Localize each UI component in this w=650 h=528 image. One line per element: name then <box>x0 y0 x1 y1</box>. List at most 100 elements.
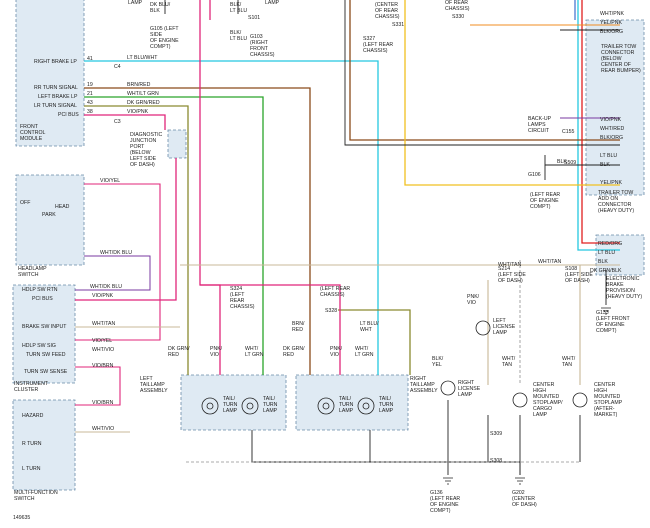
lt-blu-r-label: LT BLU <box>600 153 617 159</box>
front-control-module-box <box>15 0 85 147</box>
hdlp-sw-rtn-label: HDLP SW RTN <box>22 287 58 293</box>
pci-bus-2-label: PCI BUS <box>32 296 53 302</box>
wht-lt-grn-v-label: WHT/LT GRN <box>245 346 264 358</box>
wire-vio-pnk <box>75 0 341 375</box>
lt-blu-wht-v-label: LT BLU/WHT <box>360 321 379 333</box>
blk-lt-blu-label: BLK/LT BLU <box>230 2 247 14</box>
wire-brn-red <box>84 0 620 375</box>
brn-red-v-label: BRN/RED <box>292 321 305 333</box>
right-taillamp-box <box>295 374 409 431</box>
wht-lt-grn-v-label: WHT/LT GRN <box>355 346 374 358</box>
ebp-box <box>595 234 645 276</box>
pnk-vio-2-label: PNK/VIO <box>467 294 480 306</box>
pin-21-label: 21 <box>87 91 93 97</box>
s331-label: S331 <box>392 22 404 28</box>
wire-vio-pnk-2-label: VIO/PNK <box>92 293 114 299</box>
hdlp-sw-sig-label: HDLP SW SIG <box>22 343 56 349</box>
hazard-label: HAZARD <box>22 413 44 419</box>
wire-wht-vio-label: WHT/VIO <box>92 347 114 353</box>
lamp-top-center-label: LAMP <box>265 0 280 6</box>
wire-wht-vio-2-label: WHT/VIO <box>92 426 114 432</box>
wire-vio-yel <box>75 183 161 341</box>
blk-r-label: BLK <box>600 162 610 168</box>
wht-tan-v-label: WHT/TAN <box>502 356 516 368</box>
wire-lt-blu-wht <box>84 0 620 375</box>
left-brake-lp-label: LEFT BRAKE LP <box>38 94 78 100</box>
c155-label: C155 <box>562 129 575 135</box>
dk-grn-red-v-label: DK GRN/RED <box>168 346 190 358</box>
wire-wht-dk-blu-2-label: WHT/DK BLU <box>90 284 122 290</box>
instrument-cluster-box <box>12 284 76 384</box>
dk-grn-blk-r-label: DK GRN/BLK <box>590 268 622 274</box>
wire-wht-dk-blu <box>75 255 151 291</box>
blk-label: BLK <box>557 159 567 165</box>
s309-label: S309 <box>490 431 502 437</box>
wht-red-r-label: WHT/RED <box>600 126 624 132</box>
wire-vio-yel-label: VIO/YEL <box>100 178 120 184</box>
wire-yel <box>404 0 620 186</box>
g105-top-label: DK BLU/BLK <box>150 2 171 14</box>
right-brake-lp-label: RIGHT BRAKE LP <box>34 59 77 65</box>
turn-sw-feed-label: TURN SW FEED <box>26 352 66 358</box>
multifunction-switch-box <box>12 399 76 491</box>
c4-label: C4 <box>114 64 121 70</box>
brake-sw-input-label: BRAKE SW INPUT <box>22 324 67 330</box>
wire-wht-tan <box>75 264 620 433</box>
pin-41-label: 41 <box>87 56 93 62</box>
wire-wht-lt-grn-label: WHT/LT GRN <box>127 91 159 97</box>
off-label: OFF <box>20 200 30 206</box>
wire-brn-red-label: BRN/RED <box>127 82 151 88</box>
wire-lt-blu-wht-label: LT BLU/WHT <box>127 55 158 61</box>
vio-pnk-r-label: VIO/PNK <box>600 117 622 123</box>
pin-38-label: 38 <box>87 109 93 115</box>
lamp-top-left-label: LAMP <box>128 0 143 6</box>
park-label: PARK <box>42 212 56 218</box>
right-taillamp-bulbs <box>317 397 375 415</box>
ground-symbols <box>443 307 611 485</box>
wire-wht-dk-blu-label: WHT/DK BLU <box>100 250 132 256</box>
wire-vio-brn-2-label: VIO/BRN <box>92 400 114 406</box>
turn-sw-sense-label: TURN SW SENSE <box>24 369 68 375</box>
red-org-r-label: RED/ORG <box>598 241 622 247</box>
s328-label: S328 <box>325 308 337 314</box>
wire-vio-yel-2-label: VIO/YEL <box>92 338 112 344</box>
wire-dk-grn-red <box>84 105 411 375</box>
wire-vio-pnk-label: VIO/PNK <box>127 109 149 115</box>
wht-tan-top-label: WHT/TAN <box>498 262 521 268</box>
c3-label: C3 <box>114 119 121 125</box>
l-turn-label: L TURN <box>22 466 41 472</box>
pnk-vio-label: PNK/VIO <box>330 346 343 358</box>
license-lamp-bulbs <box>440 320 588 408</box>
wire-dk-grn-red-label: DK GRN/RED <box>127 100 160 106</box>
wire-vio-brn-label: VIO/BRN <box>92 363 114 369</box>
s308-label: S308 <box>490 458 502 464</box>
blk-lt-blu-2-label: BLK/LT BLU <box>230 30 247 42</box>
